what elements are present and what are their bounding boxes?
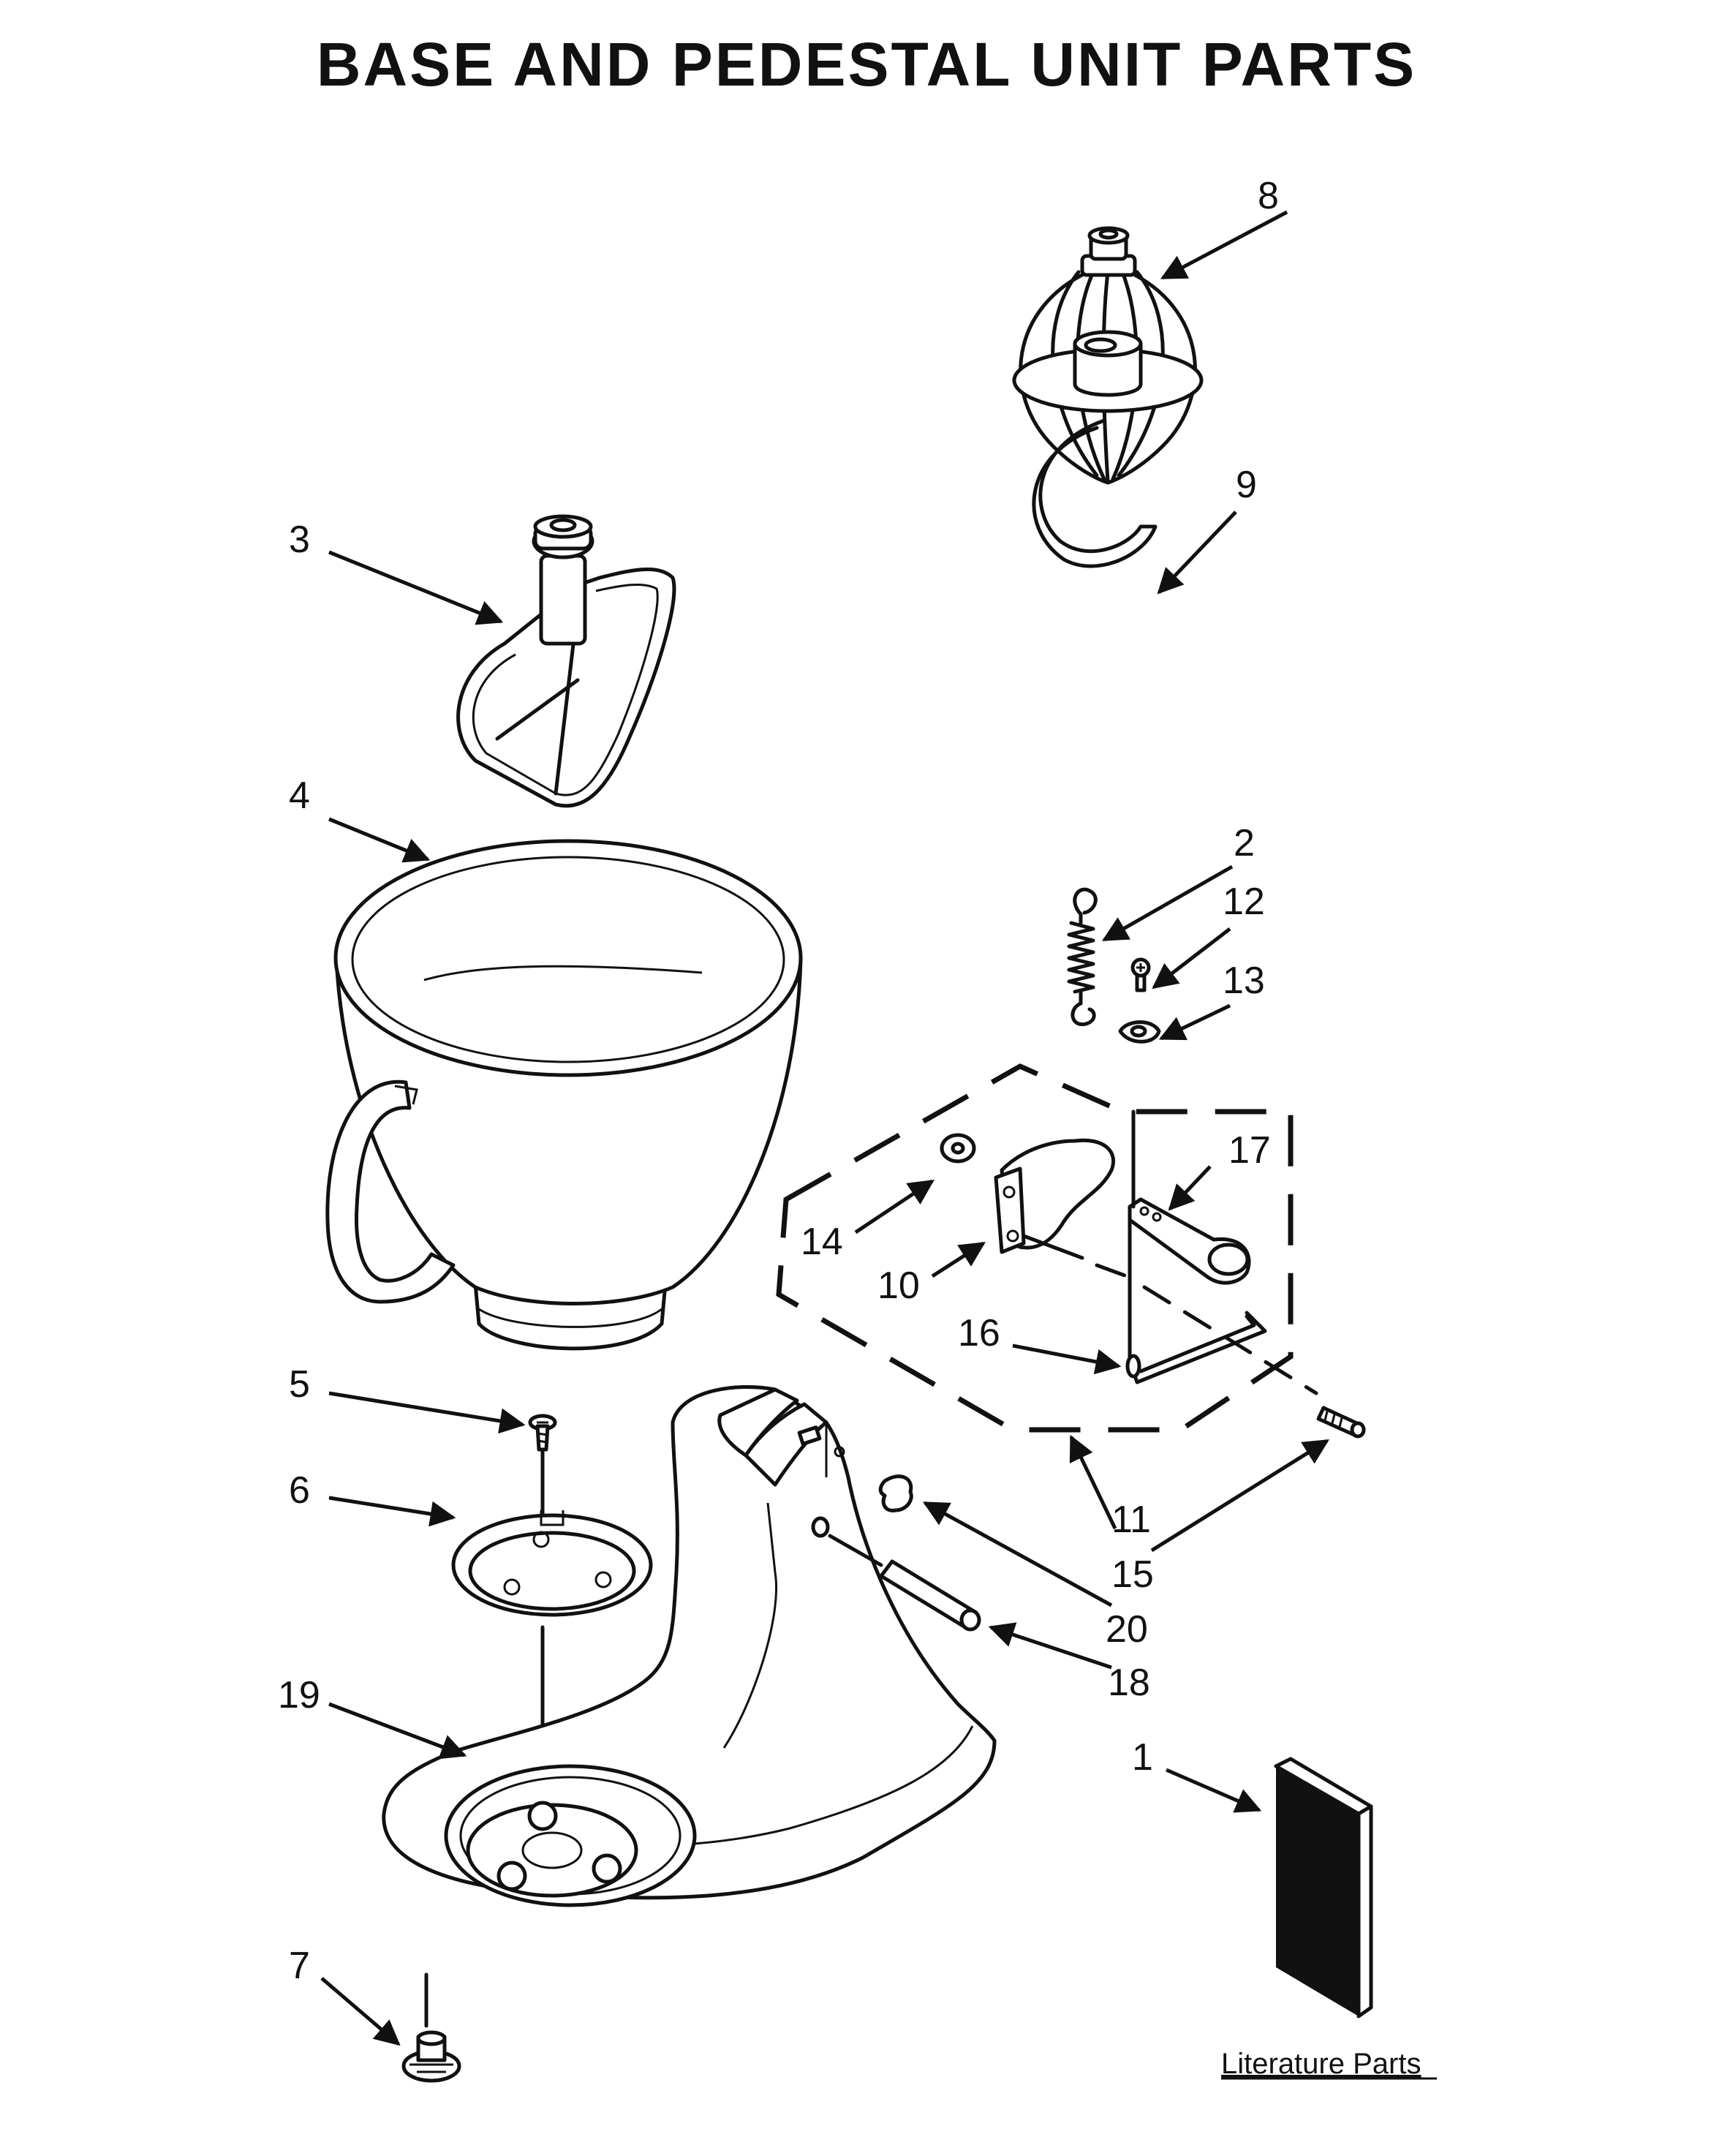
assembly-group-outline bbox=[776, 1063, 1294, 1433]
plug-part-20 bbox=[878, 1474, 913, 1512]
hinge-axis-line bbox=[828, 1534, 883, 1567]
callout-3: 3 bbox=[289, 519, 310, 561]
dough-hook-part bbox=[1012, 330, 1204, 568]
callout-1: 1 bbox=[1132, 1736, 1153, 1779]
callout-7: 7 bbox=[289, 1945, 310, 1987]
callout-5: 5 bbox=[289, 1363, 310, 1406]
washer-part-13 bbox=[1118, 1020, 1161, 1044]
callout-2: 2 bbox=[1234, 822, 1255, 864]
washer-part-14 bbox=[940, 1133, 976, 1164]
screw-part-5 bbox=[528, 1414, 557, 1452]
bowl-part bbox=[325, 839, 803, 1351]
pin-part-15 bbox=[1316, 1406, 1366, 1439]
literature-parts-label: Literature Parts bbox=[1221, 2048, 1421, 2080]
pin-axis-line bbox=[1142, 1285, 1318, 1395]
callout-20: 20 bbox=[1106, 1608, 1148, 1651]
callout-9: 9 bbox=[1236, 464, 1257, 506]
flat-beater-part bbox=[456, 514, 676, 808]
callout-8: 8 bbox=[1258, 175, 1279, 217]
lever-part-17 bbox=[1128, 1197, 1251, 1285]
callout-15: 15 bbox=[1111, 1553, 1154, 1596]
callout-4: 4 bbox=[289, 774, 310, 817]
foot-part-7 bbox=[401, 1972, 461, 2083]
spring-part bbox=[1067, 887, 1098, 1027]
pedestal-base-part bbox=[382, 1384, 997, 1907]
callout-10: 10 bbox=[877, 1264, 920, 1307]
callout-6: 6 bbox=[289, 1469, 310, 1512]
rod-part-16 bbox=[1125, 1213, 1267, 1384]
callout-18: 18 bbox=[1108, 1662, 1150, 1704]
leader-lines bbox=[320, 210, 1329, 2046]
trim-band-part bbox=[451, 1510, 653, 1617]
callout-numbers: 8 9 3 4 2 12 13 17 14 10 16 11 15 20 18 … bbox=[278, 175, 1279, 1987]
callout-17: 17 bbox=[1228, 1129, 1271, 1172]
page-title: BASE AND PEDESTAL UNIT PARTS bbox=[316, 30, 1417, 99]
lever-bracket-part-10 bbox=[994, 1138, 1143, 1284]
callout-13: 13 bbox=[1223, 960, 1265, 1002]
callout-14: 14 bbox=[801, 1221, 843, 1263]
callout-12: 12 bbox=[1223, 881, 1265, 923]
screw-part-12 bbox=[1130, 957, 1151, 992]
callout-19: 19 bbox=[278, 1674, 320, 1716]
hinge-pin-part-18 bbox=[879, 1559, 981, 1632]
literature-booklet-part bbox=[1274, 1757, 1373, 2019]
callout-16: 16 bbox=[958, 1312, 1000, 1354]
callout-11: 11 bbox=[1111, 1499, 1151, 1541]
